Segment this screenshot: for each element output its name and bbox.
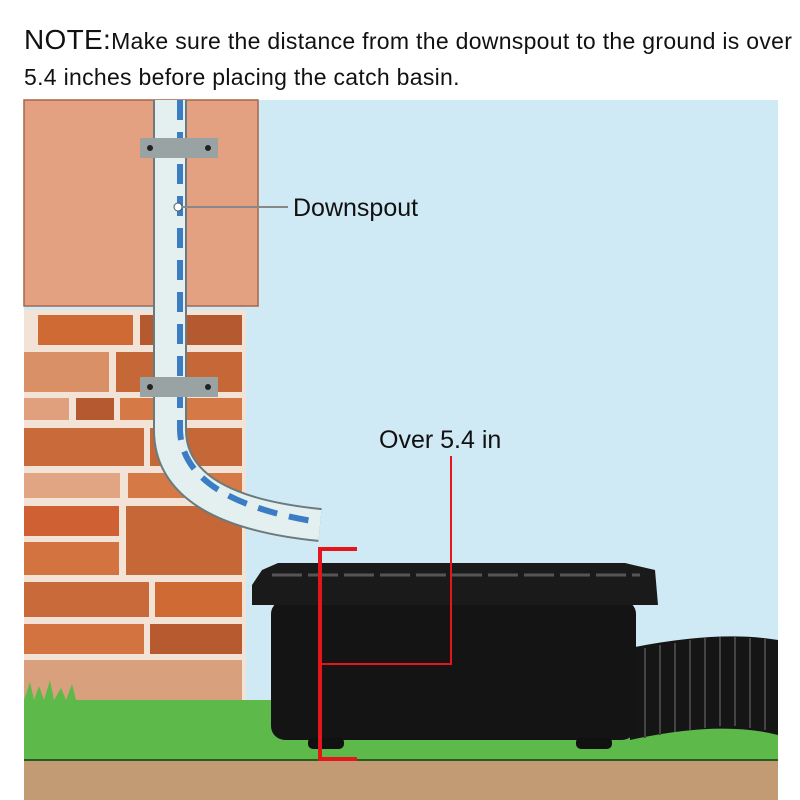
brick-wall [24,310,246,700]
height-measurement [318,456,452,761]
downspout-label: Downspout [293,194,419,222]
pipe-bracket [140,138,218,158]
height-label: Over 5.4 in [379,426,502,454]
corrugated-drain-hose [630,636,778,740]
note-text: NOTE:Make sure the distance from the dow… [24,22,794,95]
note-body: Make sure the distance from the downspou… [24,28,793,90]
plaster-wall [23,99,259,307]
ground [24,760,778,800]
catch-basin [252,563,658,749]
downspout-pipe [140,100,322,542]
pipe-bracket [140,377,218,397]
note-lead: NOTE: [24,24,112,55]
